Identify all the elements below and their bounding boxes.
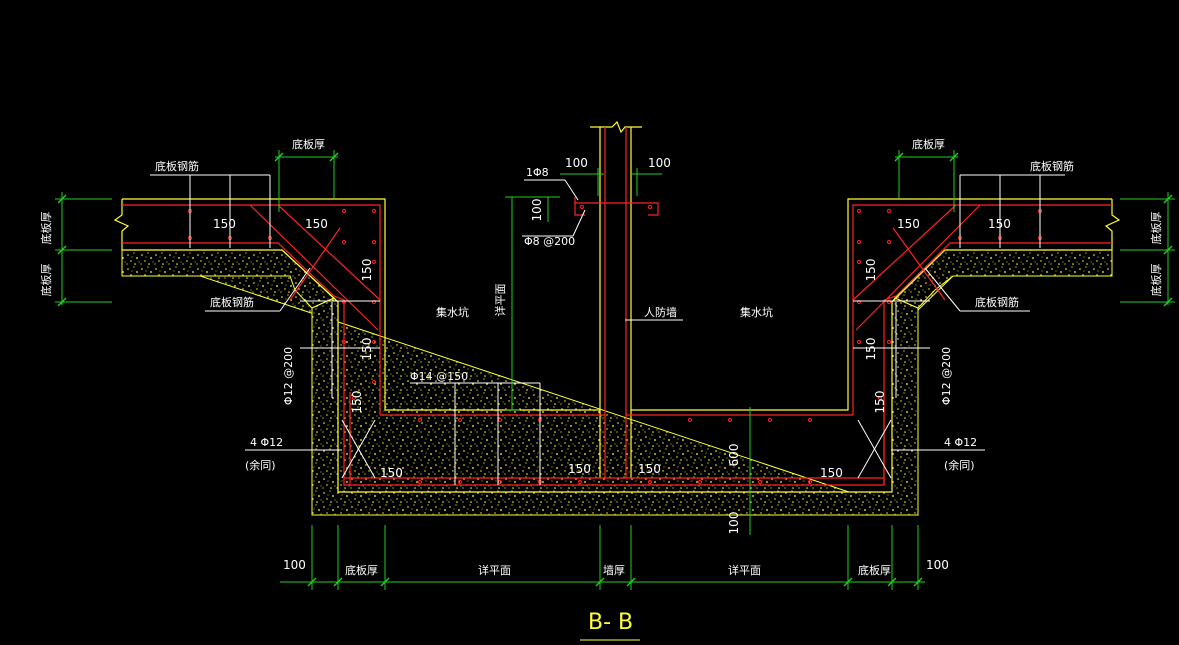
slab-thickness-right-lower: 底板厚 bbox=[1149, 264, 1163, 297]
leaders bbox=[150, 174, 1065, 485]
slab-rebar-lower-left: 底板钢筋 bbox=[210, 295, 254, 309]
dim-150-n: 150 bbox=[820, 466, 843, 480]
civil-defense-wall-label: 人防墙 bbox=[644, 305, 677, 319]
note-tie-spacing: Φ8 @200 bbox=[524, 235, 575, 248]
dim-150-b: 150 bbox=[305, 217, 328, 231]
dimensions bbox=[55, 150, 1175, 590]
dim-bottom-slab-right: 底板厚 bbox=[858, 563, 891, 577]
dim-150-m: 150 bbox=[638, 462, 661, 476]
section-title: B- B bbox=[588, 610, 633, 635]
dimension-ticks bbox=[57, 152, 1173, 587]
slab-rebar-top-right: 底板钢筋 bbox=[1030, 159, 1074, 173]
note-side-bars-left: Φ12 @200 bbox=[282, 347, 295, 405]
dim-150-g: 150 bbox=[350, 391, 364, 414]
dim-100-wall-left: 100 bbox=[565, 156, 588, 170]
dim-bottom-100-left: 100 bbox=[283, 558, 306, 572]
note-bottom-bars: Φ14 @150 bbox=[410, 370, 468, 383]
slab-rebar-top-left: 底板钢筋 bbox=[155, 159, 199, 173]
detail-surface-vertical: 详平面 bbox=[493, 284, 507, 317]
dim-150-e: 150 bbox=[360, 259, 374, 282]
dim-bottom-detail-right: 详平面 bbox=[728, 563, 761, 577]
dim-bottom-wall: 墙厚 bbox=[603, 563, 625, 577]
dim-100-wall-right: 100 bbox=[648, 156, 671, 170]
dim-150-k: 150 bbox=[380, 466, 403, 480]
slab-thickness-top-right: 底板厚 bbox=[912, 137, 945, 151]
note-same-right: (余同) bbox=[944, 458, 975, 472]
dim-150-j: 150 bbox=[873, 391, 887, 414]
labels: 底板厚 底板厚 底板厚 底板厚 底板厚 底板厚 底板钢筋 底板钢筋 底板钢筋 底… bbox=[39, 137, 1163, 641]
note-corner-right: 4 Φ12 bbox=[944, 436, 977, 449]
dim-100-anchor: 100 bbox=[530, 199, 544, 222]
dim-150-h: 150 bbox=[864, 259, 878, 282]
slab-thickness-left-upper: 底板厚 bbox=[39, 212, 53, 245]
pit-label-left: 集水坑 bbox=[436, 305, 469, 319]
slab-thickness-top-left: 底板厚 bbox=[292, 137, 325, 151]
rebar bbox=[122, 127, 1112, 486]
note-same-left: (余同) bbox=[245, 458, 276, 472]
rebar-dots bbox=[188, 205, 1042, 484]
dim-150-f: 150 bbox=[360, 338, 374, 361]
note-tie-1: 1Φ8 bbox=[526, 166, 549, 179]
dim-150-l: 150 bbox=[568, 462, 591, 476]
dim-150-a: 150 bbox=[213, 217, 236, 231]
note-corner-left: 4 Φ12 bbox=[250, 436, 283, 449]
dim-150-c: 150 bbox=[897, 217, 920, 231]
note-side-bars-right: Φ12 @200 bbox=[940, 347, 953, 405]
slab-thickness-left-lower: 底板厚 bbox=[39, 264, 53, 297]
dim-bottom-detail-left: 详平面 bbox=[478, 563, 511, 577]
dim-600: 600 bbox=[727, 444, 741, 467]
dim-100-cushion: 100 bbox=[727, 512, 741, 535]
dim-bottom-slab-left: 底板厚 bbox=[345, 563, 378, 577]
dim-bottom-100-right: 100 bbox=[926, 558, 949, 572]
corner-crosses bbox=[341, 419, 892, 479]
pit-label-right: 集水坑 bbox=[740, 305, 773, 319]
dim-150-d: 150 bbox=[988, 217, 1011, 231]
cushion-layer bbox=[121, 249, 1113, 516]
structure-outline bbox=[113, 120, 1121, 493]
slab-thickness-right-upper: 底板厚 bbox=[1149, 212, 1163, 245]
dim-150-i: 150 bbox=[864, 338, 878, 361]
slab-rebar-lower-right: 底板钢筋 bbox=[975, 295, 1019, 309]
